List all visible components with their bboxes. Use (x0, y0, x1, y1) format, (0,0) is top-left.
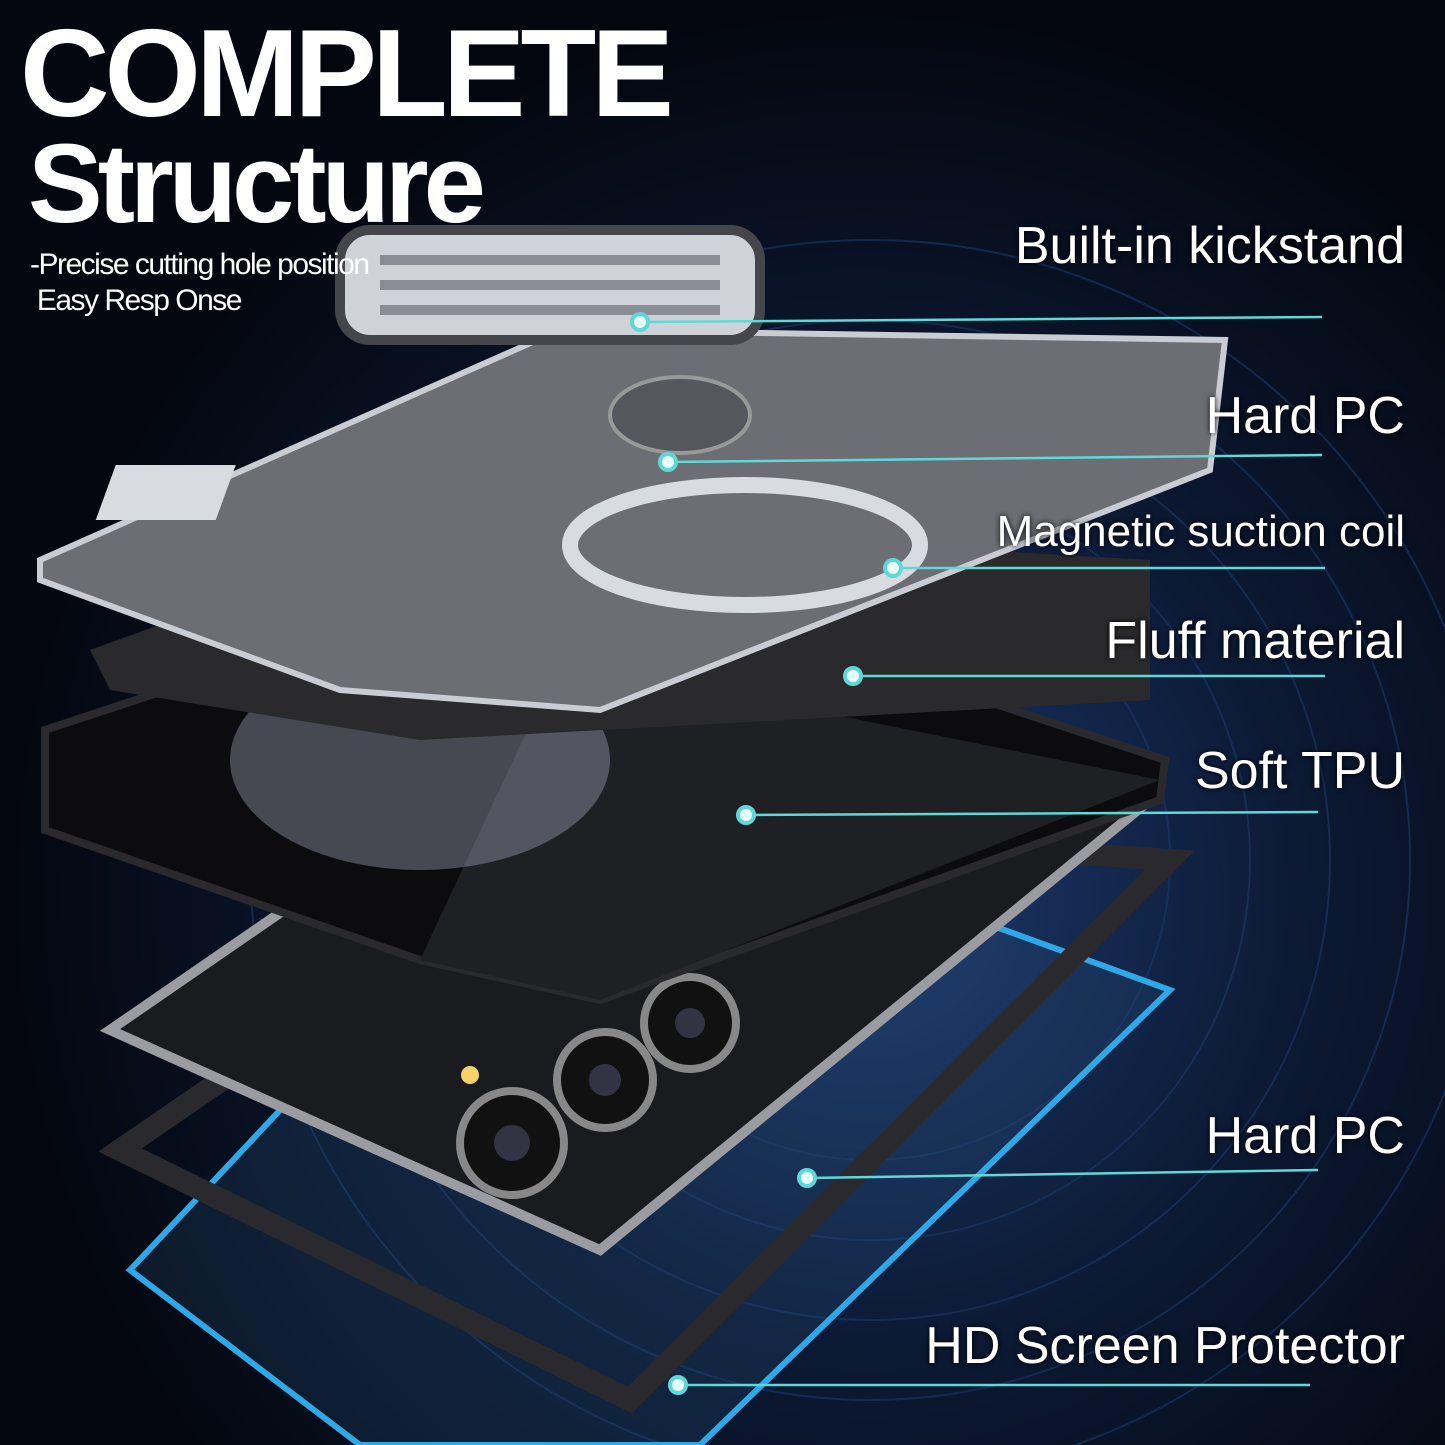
label-hard-pc-frame: Hard PC (1205, 1107, 1405, 1165)
magnetic-coil (562, 477, 928, 613)
label-hard-pc-back: Hard PC (1205, 387, 1405, 445)
title-complete: COMPLETE (20, 5, 674, 143)
kickstand-ridges (380, 255, 720, 315)
label-kickstand: Built-in kickstand (1014, 217, 1405, 275)
label-soft-tpu: Soft TPU (1194, 742, 1405, 800)
callout-dots (630, 312, 903, 1395)
leader-lines (639, 315, 1325, 1387)
subtitle-line2: Easy Resp Onse (30, 284, 243, 317)
label-fluff: Fluff material (1105, 612, 1405, 670)
label-magnetic-coil: Magnetic suction coil (996, 507, 1405, 556)
camera-lenses (456, 973, 740, 1199)
subtitle-line1: -Precise cutting hole position (30, 248, 370, 281)
label-screen-protector: HD Screen Protector (925, 1317, 1405, 1375)
title-structure: Structure (28, 121, 486, 246)
